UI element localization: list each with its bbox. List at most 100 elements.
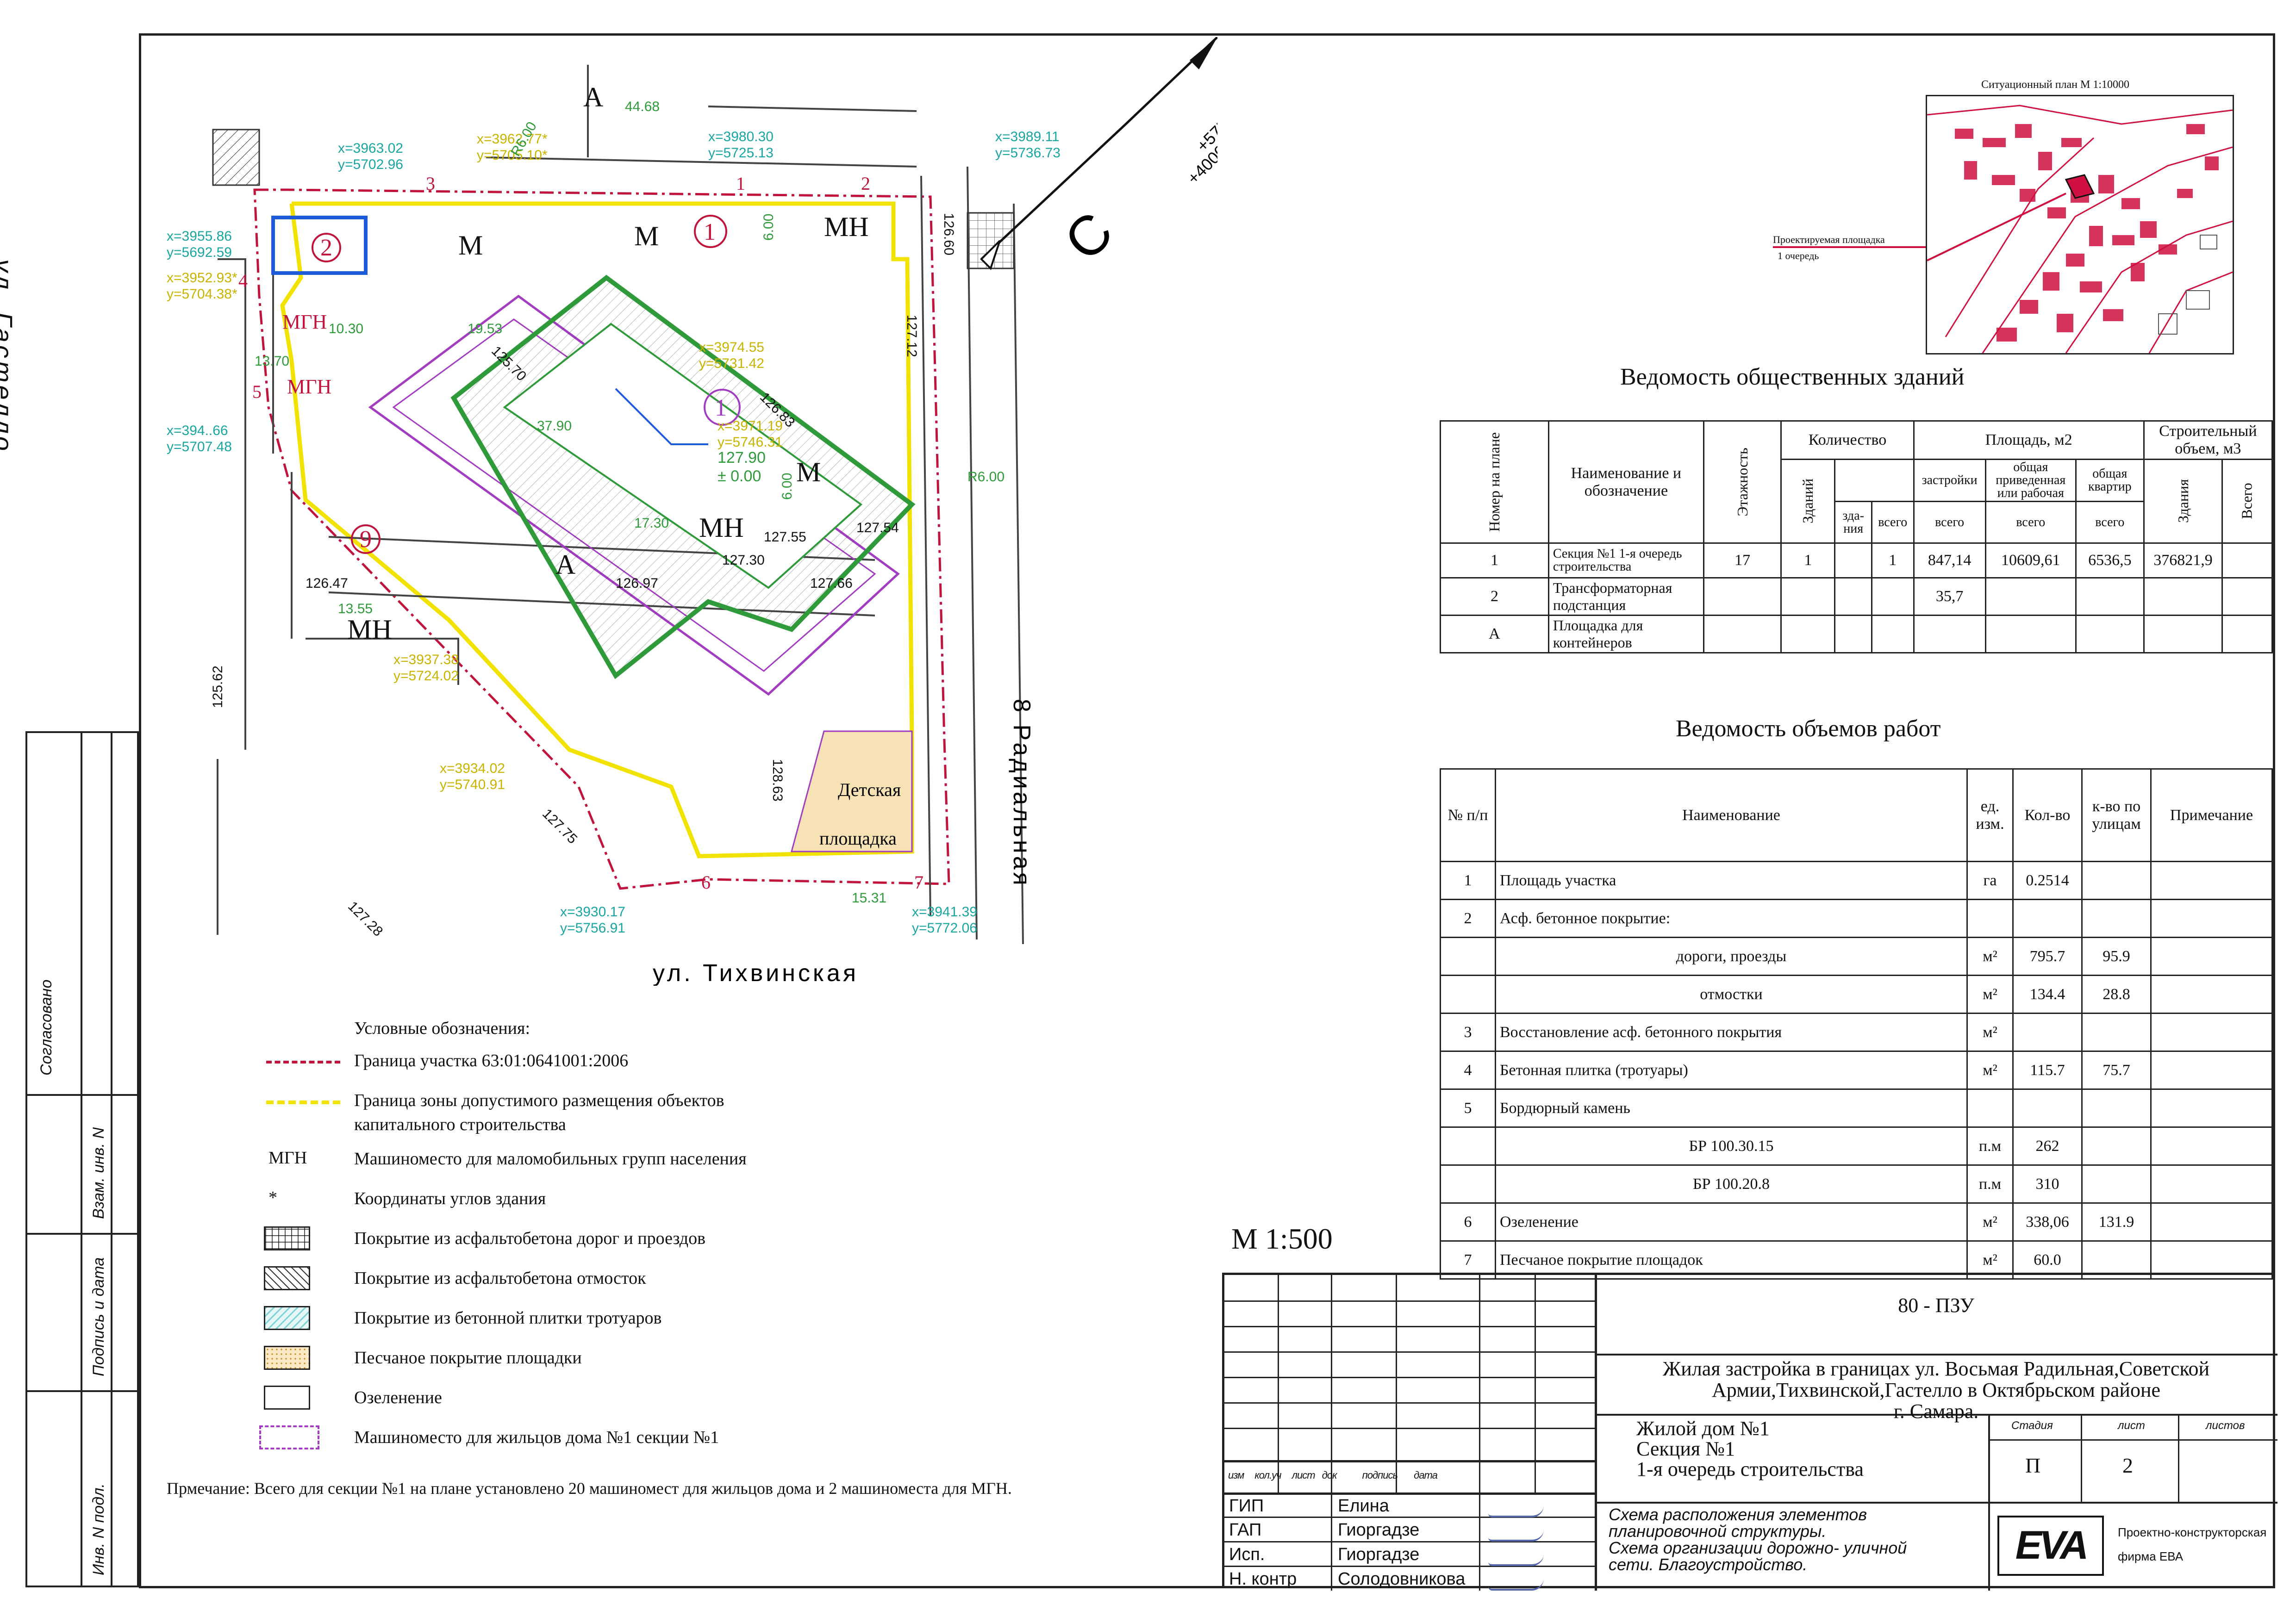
- parking-label: МН: [824, 211, 869, 242]
- cell-unit: га: [1966, 861, 2014, 900]
- cell-qty: 338,06: [2012, 1202, 2083, 1242]
- cell-note: [2150, 975, 2273, 1014]
- legend-note: Прмечание: Всего для секции №1 на плане …: [167, 1479, 1012, 1498]
- cell-streets: 75.7: [2081, 1051, 2152, 1090]
- col-header: док: [1322, 1469, 1337, 1481]
- dim-label: 127.66: [810, 576, 853, 591]
- cell-unit: п.м: [1966, 1126, 2014, 1166]
- cell-note: [2150, 1013, 2273, 1052]
- radius-label: R6.00: [967, 469, 1004, 485]
- header-area: Площадь, м2: [1913, 420, 2145, 460]
- green-label: M: [796, 457, 821, 487]
- dim-label: 126.97: [616, 576, 658, 591]
- site-plan: 125.62 M M M А А МН МН МН МГН МГН 1 1 2 …: [167, 37, 1217, 986]
- cell-qty: 134.4: [2012, 975, 2083, 1014]
- table-works-title: Ведомость объемов работ: [1676, 715, 1941, 742]
- role-label: Исп.: [1229, 1545, 1265, 1564]
- cell-streets: [2081, 899, 2152, 938]
- role-name: Гиоргадзе: [1338, 1545, 1420, 1564]
- dim-label: 127.28: [345, 899, 386, 939]
- dim-label: 13.55: [338, 601, 373, 616]
- cell-name: Бетонная плитка (тротуары): [1495, 1051, 1968, 1090]
- coord: y=5731.42: [699, 356, 764, 371]
- north-label: С: [1053, 200, 1125, 272]
- corner-number: 3: [426, 173, 435, 194]
- coord: x=3937.38: [393, 652, 459, 667]
- cell-note: [2150, 861, 2273, 900]
- header-area-total: общая приведенная или рабочая: [1984, 459, 2077, 502]
- dim-label: 37.90: [537, 418, 572, 434]
- cell-qty: 0.2514: [2012, 861, 2083, 900]
- role-name: Солодовникова: [1338, 1569, 1466, 1589]
- header-vol-total: Всего: [2239, 483, 2256, 519]
- col-header: подпись: [1362, 1469, 1398, 1481]
- coord: y=5772.06: [912, 920, 977, 936]
- header-area-sub: всего: [1913, 501, 1986, 544]
- legend-symbol: МГН: [268, 1148, 307, 1168]
- zero-elevation: ± 0.00: [718, 467, 761, 485]
- header-floors: Этажность: [1734, 447, 1751, 516]
- col-header: лист: [1292, 1469, 1316, 1481]
- header-name: Наименование: [1495, 768, 1968, 862]
- cell-num: [1440, 937, 1496, 976]
- label-replace-inv: Взам. инв. N: [90, 1127, 107, 1219]
- legend-label: Граница участка 63:01:0641001:2006: [354, 1051, 629, 1070]
- role-name: Гиоргадзе: [1338, 1520, 1420, 1540]
- cell-name: Озеленение: [1495, 1202, 1968, 1242]
- legend-label: Машиноместо для маломобильных групп насе…: [354, 1149, 747, 1169]
- dim-label: 19.53: [468, 321, 502, 336]
- green-label: M: [458, 230, 483, 261]
- header-qty-total: всего: [1871, 501, 1915, 544]
- legend-label: Озеленение: [354, 1388, 442, 1407]
- coord: y=5725.13: [708, 145, 774, 161]
- coord: y=5724.02: [393, 668, 459, 684]
- stage-value: П: [2025, 1454, 2041, 1477]
- firm-name: Проектно-конструкторская фирма ЕВА: [2118, 1525, 2267, 1563]
- sheets-label: листов: [2206, 1419, 2245, 1432]
- header-streets: к-во по улицам: [2081, 768, 2152, 862]
- cell-note: [2150, 1202, 2273, 1242]
- dim-label: 127.55: [764, 529, 806, 545]
- coord: x=3941.39: [912, 904, 977, 920]
- coord: x=3952.93*: [167, 270, 237, 286]
- header-unit: ед. изм.: [1966, 768, 2014, 862]
- container-label: А: [583, 82, 603, 112]
- building-number: 1: [704, 219, 716, 245]
- cell-unit: м²: [1966, 1202, 2014, 1242]
- coord: x=3971.19: [718, 418, 783, 434]
- site-boundary: [253, 188, 950, 890]
- sheet-value: 2: [2122, 1454, 2133, 1477]
- role-label: ГИП: [1229, 1496, 1264, 1516]
- cell-qty: 310: [2012, 1164, 2083, 1204]
- role-label: Н. контр: [1229, 1569, 1297, 1589]
- dim-label: 126.47: [306, 576, 348, 591]
- header-note: Примечание: [2150, 768, 2273, 862]
- project-title: Жилая застройка в границах ул. Восьмая Р…: [1662, 1357, 2210, 1423]
- dim-label: 13.70: [255, 354, 289, 369]
- dim-label: 128.63: [770, 759, 785, 802]
- cell-name: отмостки: [1495, 975, 1968, 1014]
- mgn-label: МГН: [287, 375, 331, 398]
- coord: x=3930.17: [560, 904, 625, 920]
- drawing-frame: [139, 33, 2275, 1588]
- legend-label: Покрытие из асфальтобетона дорог и проез…: [354, 1229, 706, 1248]
- label-agreed: Согласовано: [37, 979, 55, 1076]
- sheet-label: лист: [2118, 1419, 2145, 1432]
- dim-label: 127.12: [904, 315, 919, 357]
- situation-plan-map: [1926, 95, 2234, 354]
- corner-number: 1: [736, 173, 745, 194]
- cell-name: Площадь участка: [1495, 861, 1968, 900]
- cell-unit: п.м: [1966, 1164, 2014, 1204]
- cell-name: БР 100.20.8: [1495, 1164, 1968, 1204]
- dim-label: 17.30: [634, 516, 669, 531]
- cell-num: [1440, 1164, 1496, 1204]
- signature: [1488, 1579, 1544, 1591]
- table-row: 1 Секция №1 1-я очередь строительства 17…: [1440, 542, 2273, 578]
- building-number: 1: [715, 395, 727, 421]
- cell-name: БР 100.30.15: [1495, 1126, 1968, 1166]
- scale-label: М 1:500: [1231, 1222, 1333, 1255]
